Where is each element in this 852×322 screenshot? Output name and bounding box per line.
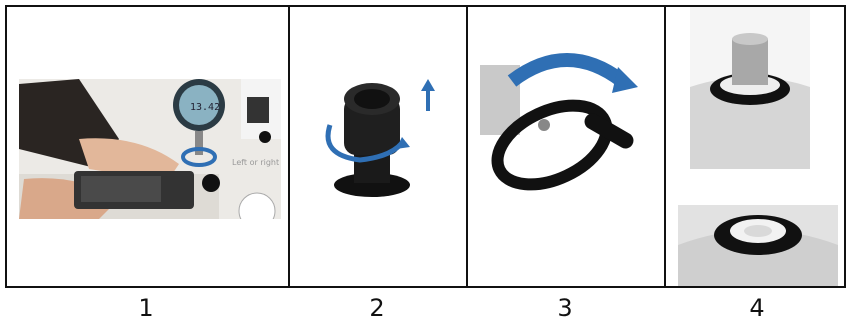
step-4-panel bbox=[666, 7, 844, 286]
up-arrow-icon bbox=[426, 89, 430, 111]
step-1-panel: 13.42 Left or right bbox=[7, 7, 290, 286]
inset-caption: Left or right bbox=[232, 158, 279, 167]
steps-grid: 13.42 Left or right bbox=[5, 5, 846, 288]
knob-illustration bbox=[320, 75, 440, 205]
fitting-top-illustration bbox=[690, 7, 810, 169]
turn-arrow-icon bbox=[512, 60, 622, 81]
step-3-panel bbox=[468, 7, 666, 286]
step-1-number: 1 bbox=[126, 294, 166, 322]
fitting-bottom-illustration bbox=[678, 205, 838, 286]
step-4-number: 4 bbox=[737, 294, 777, 322]
handwheel-illustration bbox=[472, 45, 662, 195]
step-2-panel bbox=[290, 7, 468, 286]
step-2-number: 2 bbox=[357, 294, 397, 322]
gauge-reading: 13.42 bbox=[190, 102, 220, 113]
step-1-photo: 13.42 Left or right bbox=[19, 79, 281, 219]
step-3-number: 3 bbox=[545, 294, 585, 322]
